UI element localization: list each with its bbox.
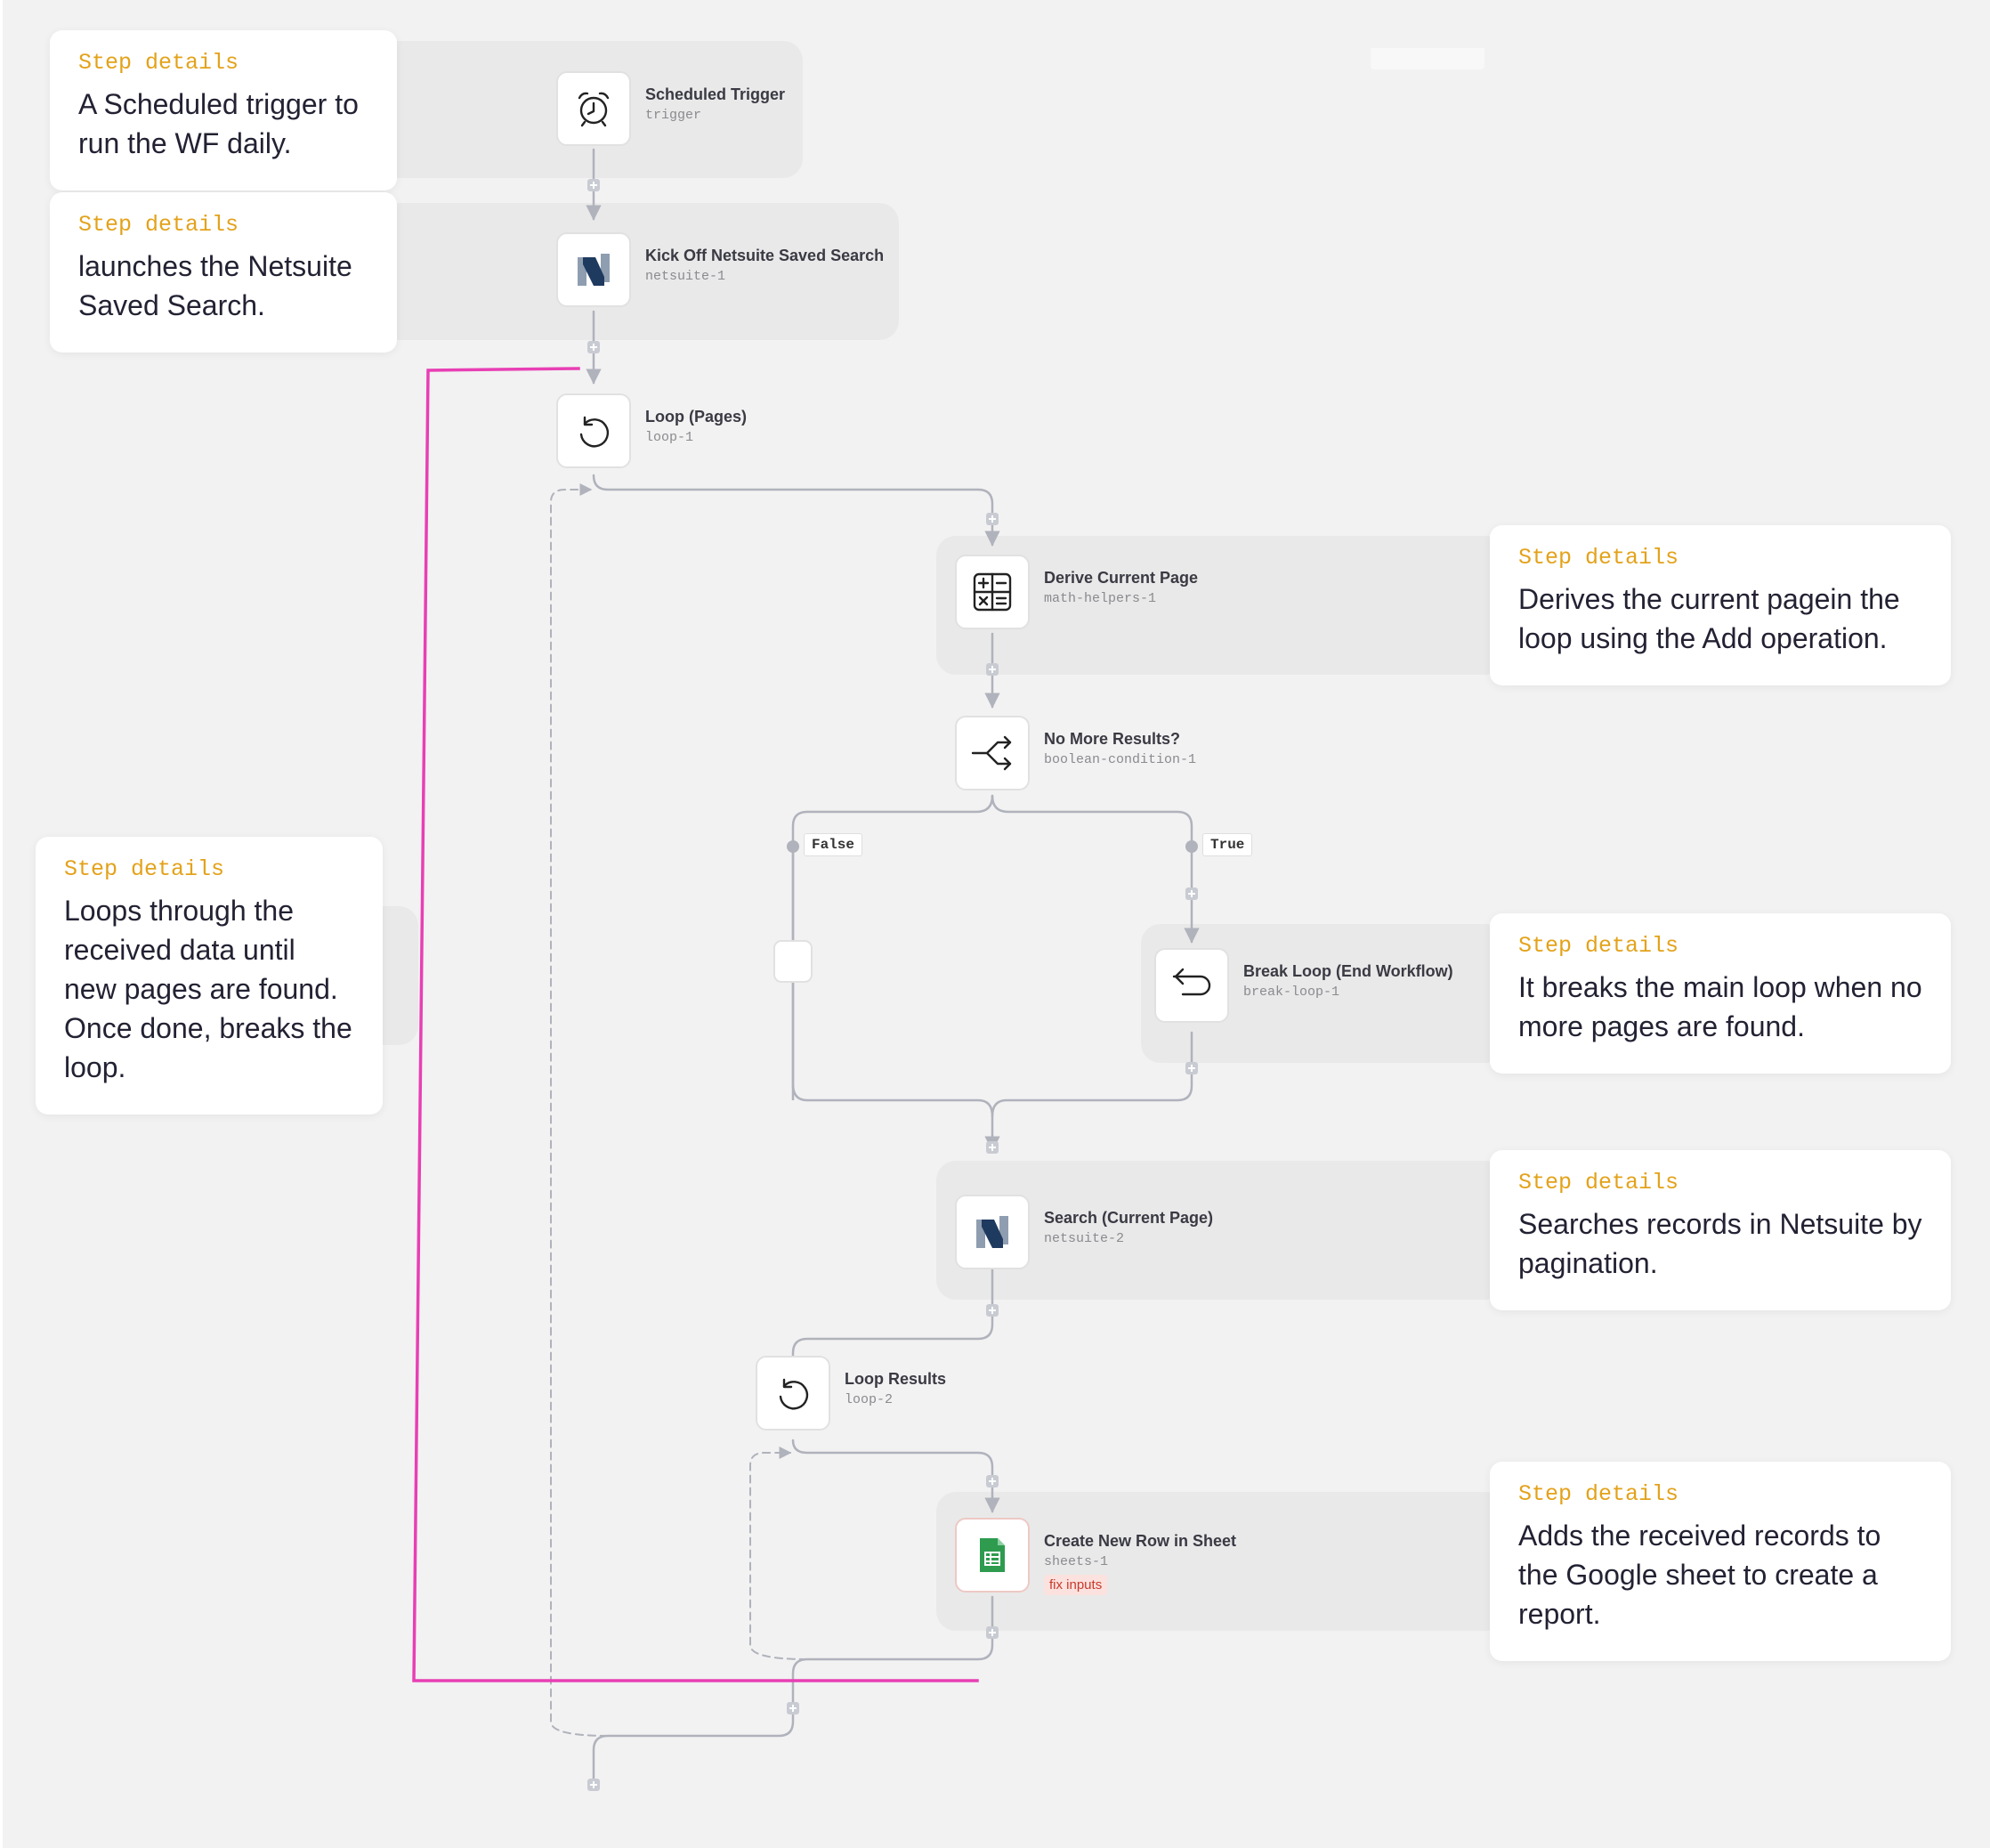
step-title: No More Results? <box>1044 730 1181 748</box>
connector <box>991 1031 1193 1118</box>
connector <box>791 1259 994 1362</box>
fix-inputs-badge[interactable]: fix inputs <box>1044 1575 1108 1595</box>
note-label: Step details <box>78 212 239 238</box>
note-text: Searches records in Netsuite by paginati… <box>1518 1208 1922 1279</box>
note-text: launches the Netsuite Saved Search. <box>78 250 352 321</box>
empty-step-placeholder[interactable] <box>773 940 813 983</box>
add-step-button[interactable] <box>986 663 999 676</box>
return-arrow-icon <box>1154 948 1229 1023</box>
step-title: Kick Off Netsuite Saved Search <box>645 247 885 264</box>
note-text: Derives the current pagein the loop usin… <box>1518 583 1900 654</box>
step-title: Derive Current Page <box>1044 569 1199 587</box>
step-note-math-helpers[interactable]: Step details Derives the current pagein … <box>1490 525 1951 685</box>
step-title: Create New Row in Sheet <box>1044 1532 1237 1550</box>
add-step-button[interactable] <box>986 1626 999 1639</box>
step-note-sheets[interactable]: Step details Adds the received records t… <box>1490 1462 1951 1661</box>
note-text: Loops through the received data until ne… <box>64 895 352 1083</box>
branch-false-label: False <box>804 833 863 856</box>
step-title: Loop Results <box>845 1370 947 1388</box>
connector <box>791 1439 1000 1513</box>
step-group-netsuite-2 <box>936 1161 1506 1300</box>
step-title: Search (Current Page) <box>1044 1209 1214 1227</box>
alarm-clock-icon <box>556 71 631 146</box>
step-note-break-loop[interactable]: Step details It breaks the main loop whe… <box>1490 913 1951 1074</box>
google-sheets-icon <box>955 1518 1030 1593</box>
loop-arrow-icon <box>556 393 631 468</box>
step-note-netsuite-2[interactable]: Step details Searches records in Netsuit… <box>1490 1150 1951 1310</box>
step-id: trigger <box>645 108 702 123</box>
add-step-button[interactable] <box>587 1779 600 1791</box>
netsuite-logo-icon <box>955 1195 1030 1269</box>
add-step-button[interactable] <box>587 341 600 353</box>
step-group-netsuite-1 <box>374 203 899 340</box>
add-step-button[interactable] <box>587 179 600 191</box>
note-label: Step details <box>64 856 225 882</box>
note-text: Adds the received records to the Google … <box>1518 1520 1881 1630</box>
loop-back-connector-pages <box>550 483 609 1737</box>
note-label: Step details <box>1518 1481 1679 1507</box>
note-text: A Scheduled trigger to run the WF daily. <box>78 88 359 159</box>
note-text: It breaks the main loop when no more pag… <box>1518 971 1922 1042</box>
loop-arrow-icon <box>756 1356 830 1431</box>
branch-false-dot <box>787 840 799 853</box>
connector <box>791 794 1000 1152</box>
step-title: Scheduled Trigger <box>645 85 786 103</box>
step-id: break-loop-1 <box>1243 985 1340 1000</box>
branch-true-dot <box>1185 840 1198 853</box>
netsuite-logo-icon <box>556 232 631 307</box>
add-step-button[interactable] <box>1185 888 1198 900</box>
branch-split-icon <box>955 716 1030 790</box>
step-group-math-helpers <box>936 536 1506 675</box>
note-label: Step details <box>1518 545 1679 571</box>
step-note-trigger[interactable]: Step details A Scheduled trigger to run … <box>50 30 397 190</box>
loop-highlight-bracket <box>412 367 979 1682</box>
connector <box>991 794 1200 944</box>
step-id: loop-1 <box>645 430 694 445</box>
step-title: Break Loop (End Workflow) <box>1243 962 1453 980</box>
connector <box>592 1595 994 1791</box>
step-id: netsuite-2 <box>1044 1231 1125 1246</box>
note-label: Step details <box>1518 933 1679 959</box>
branch-true-label: True <box>1202 833 1253 856</box>
add-step-button[interactable] <box>986 1304 999 1317</box>
step-title: Loop (Pages) <box>645 408 748 426</box>
step-id: loop-2 <box>845 1392 894 1407</box>
step-id: boolean-condition-1 <box>1044 752 1197 767</box>
calculator-icon <box>955 555 1030 629</box>
add-step-button[interactable] <box>787 1702 799 1714</box>
canvas-top-panel-stub <box>1371 48 1484 69</box>
note-label: Step details <box>1518 1170 1679 1196</box>
step-id: sheets-1 <box>1044 1554 1109 1569</box>
loop-back-connector-results <box>749 1447 808 1660</box>
step-group-sheets <box>936 1492 1506 1631</box>
connector <box>592 474 1000 547</box>
step-id: netsuite-1 <box>645 269 726 284</box>
step-note-netsuite-1[interactable]: Step details launches the Netsuite Saved… <box>50 192 397 353</box>
canvas-left-border <box>0 0 3 1848</box>
step-id: math-helpers-1 <box>1044 591 1157 606</box>
note-label: Step details <box>78 50 239 76</box>
step-note-loop-1[interactable]: Step details Loops through the received … <box>36 837 383 1114</box>
add-step-button[interactable] <box>986 1475 999 1487</box>
add-step-button[interactable] <box>986 513 999 525</box>
add-step-button[interactable] <box>986 1141 999 1154</box>
add-step-button[interactable] <box>1185 1062 1198 1074</box>
